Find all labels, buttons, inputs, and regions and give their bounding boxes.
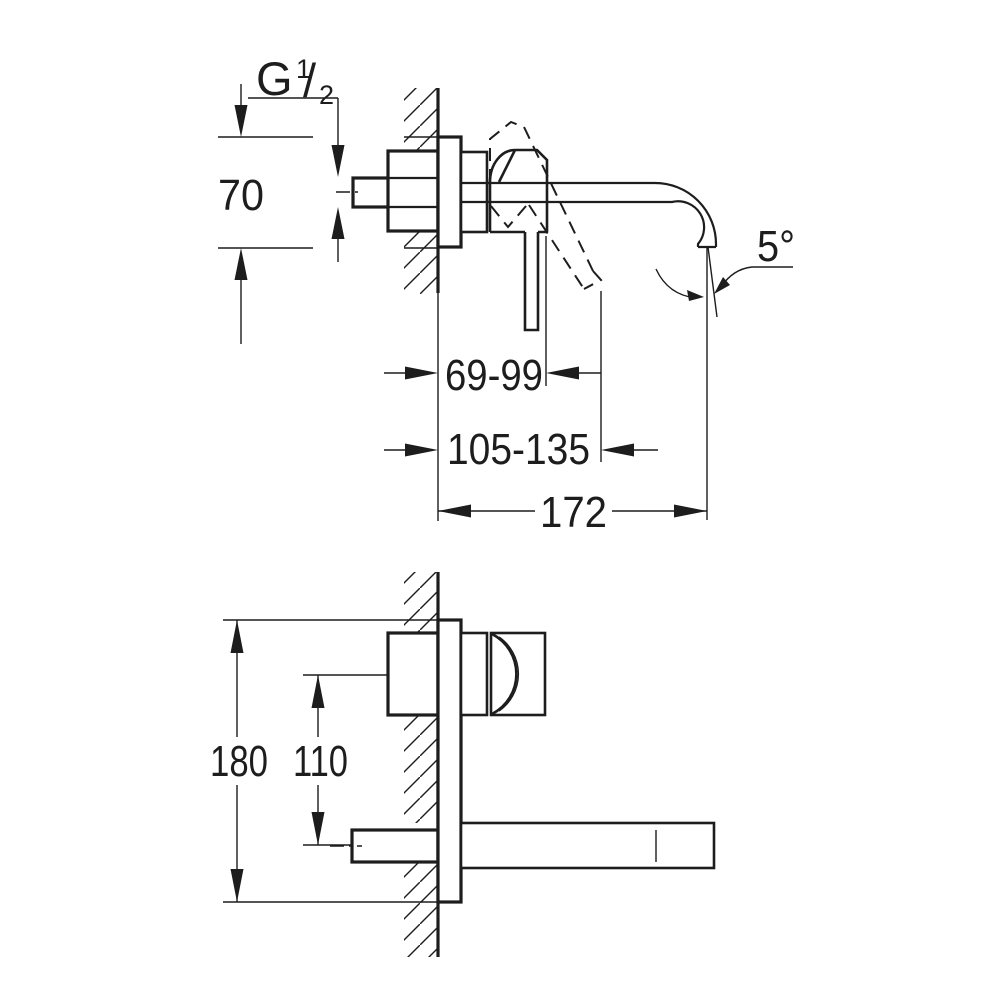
dimension-spout-projection: 172 bbox=[438, 488, 707, 537]
mixer-body bbox=[459, 148, 549, 332]
wall-hatching-lower bbox=[404, 572, 438, 957]
dimension-handle-range-near: 69-99 bbox=[384, 351, 601, 400]
dimension-spout-drop: 110 bbox=[293, 675, 348, 845]
supply-pipe-lower bbox=[350, 828, 440, 864]
cartridge-housing bbox=[488, 148, 549, 232]
dim-label-spray-angle: 5° bbox=[757, 222, 795, 271]
spout-lower bbox=[459, 821, 716, 870]
handle-lower bbox=[459, 631, 547, 717]
dim-label-110: 110 bbox=[293, 737, 348, 786]
wall-hatching-upper bbox=[404, 88, 438, 294]
dim-label-thread-numerator: 1 bbox=[296, 54, 311, 84]
upper-view: G 1 / 2 70 5° 69-99 bbox=[218, 52, 795, 537]
concealed-body-lower bbox=[330, 631, 440, 864]
dim-label-thread-slash: / bbox=[303, 54, 317, 107]
handle-dome-outer bbox=[491, 632, 518, 716]
dim-label-thread-denominator: 2 bbox=[319, 80, 334, 110]
dim-label-180: 180 bbox=[210, 737, 268, 786]
escutcheon-collar bbox=[459, 150, 489, 234]
rough-in-body bbox=[386, 149, 440, 233]
dim-label-thread-prefix: G bbox=[256, 52, 293, 105]
lever-alt-positions bbox=[489, 120, 603, 290]
spout bbox=[461, 181, 718, 249]
extension-lines-lower bbox=[223, 619, 438, 903]
concealed-body bbox=[336, 149, 440, 233]
dimension-handle-range-far: 105-135 bbox=[384, 425, 658, 474]
handle-dome-inner bbox=[498, 636, 520, 712]
dimension-plate-width: 70 bbox=[218, 84, 264, 344]
dimension-thread: G 1 / 2 bbox=[248, 52, 345, 262]
dim-label-69-99: 69-99 bbox=[445, 351, 543, 400]
wall-plate-upper bbox=[436, 135, 463, 249]
handle-collar bbox=[459, 631, 489, 717]
dimension-plate-height: 180 bbox=[210, 620, 268, 902]
spout-bar bbox=[459, 821, 716, 870]
dimension-spray-angle: 5° bbox=[655, 222, 795, 318]
rough-in-body-lower bbox=[386, 631, 440, 717]
wall-plate-lower bbox=[436, 618, 463, 904]
lower-view: 180 110 bbox=[210, 572, 716, 957]
extension-lines-upper bbox=[218, 136, 708, 521]
dim-label-105-135: 105-135 bbox=[447, 425, 590, 474]
dim-label-172: 172 bbox=[540, 488, 607, 537]
dim-label-70: 70 bbox=[218, 171, 264, 220]
lever-handle bbox=[523, 232, 540, 332]
